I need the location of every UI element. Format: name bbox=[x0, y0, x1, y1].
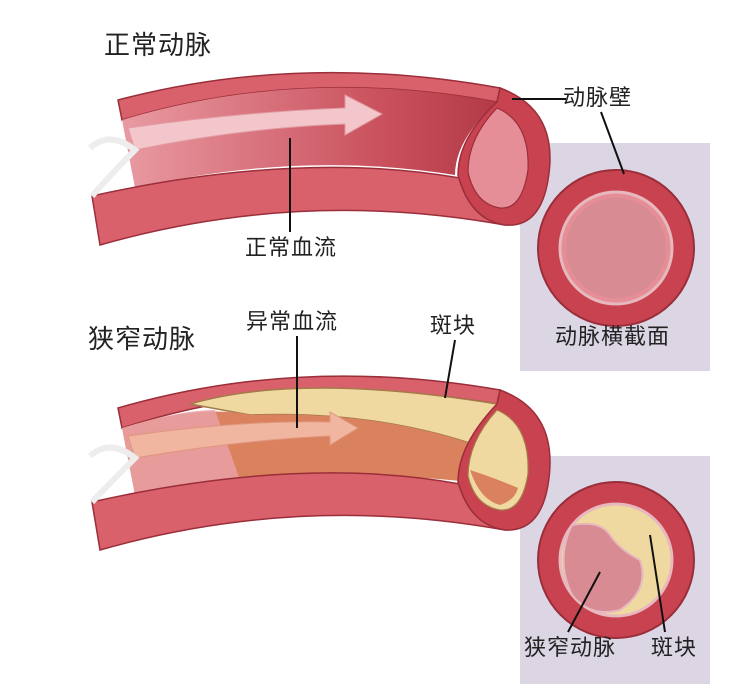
narrowed-cross-section bbox=[537, 481, 695, 639]
normal-blood-flow-label: 正常血流 bbox=[245, 236, 338, 261]
cross-section-label: 动脉横截面 bbox=[555, 325, 671, 350]
normal-cross-section bbox=[537, 169, 695, 327]
narrowed-cs-lumen bbox=[562, 522, 644, 614]
normal-artery-tail bbox=[87, 136, 140, 198]
normal-artery-label: 正常动脉 bbox=[104, 31, 213, 61]
normal-cs-lumen bbox=[566, 198, 666, 298]
narrowed-cs-leader-line bbox=[567, 571, 601, 633]
narrowed-artery-label: 狭窄动脉 bbox=[88, 325, 197, 355]
abnormal-blood-flow-label: 异常血流 bbox=[246, 310, 339, 335]
normal-artery-lumen bbox=[122, 87, 497, 188]
cross-section-leader-line bbox=[600, 111, 625, 175]
plaque-top-leader-line bbox=[444, 339, 456, 399]
abnormal-flow-arrow bbox=[127, 411, 359, 459]
plaque-cs-label: 斑块 bbox=[651, 636, 698, 661]
narrowed-artery-tail bbox=[87, 444, 140, 505]
normal-artery-illustration bbox=[87, 71, 551, 246]
normal-flow-arrow bbox=[127, 94, 384, 151]
plaque-top-label: 斑块 bbox=[430, 314, 477, 339]
normal-artery-end-opening bbox=[467, 107, 529, 209]
narrowed-artery-cs-label: 狭窄动脉 bbox=[524, 636, 617, 661]
narrowed-artery-end-opening bbox=[470, 470, 518, 505]
artery-wall-label: 动脉壁 bbox=[563, 86, 633, 111]
narrowed-artery-illustration bbox=[87, 375, 551, 551]
plaque-cs-leader-line bbox=[649, 534, 666, 633]
